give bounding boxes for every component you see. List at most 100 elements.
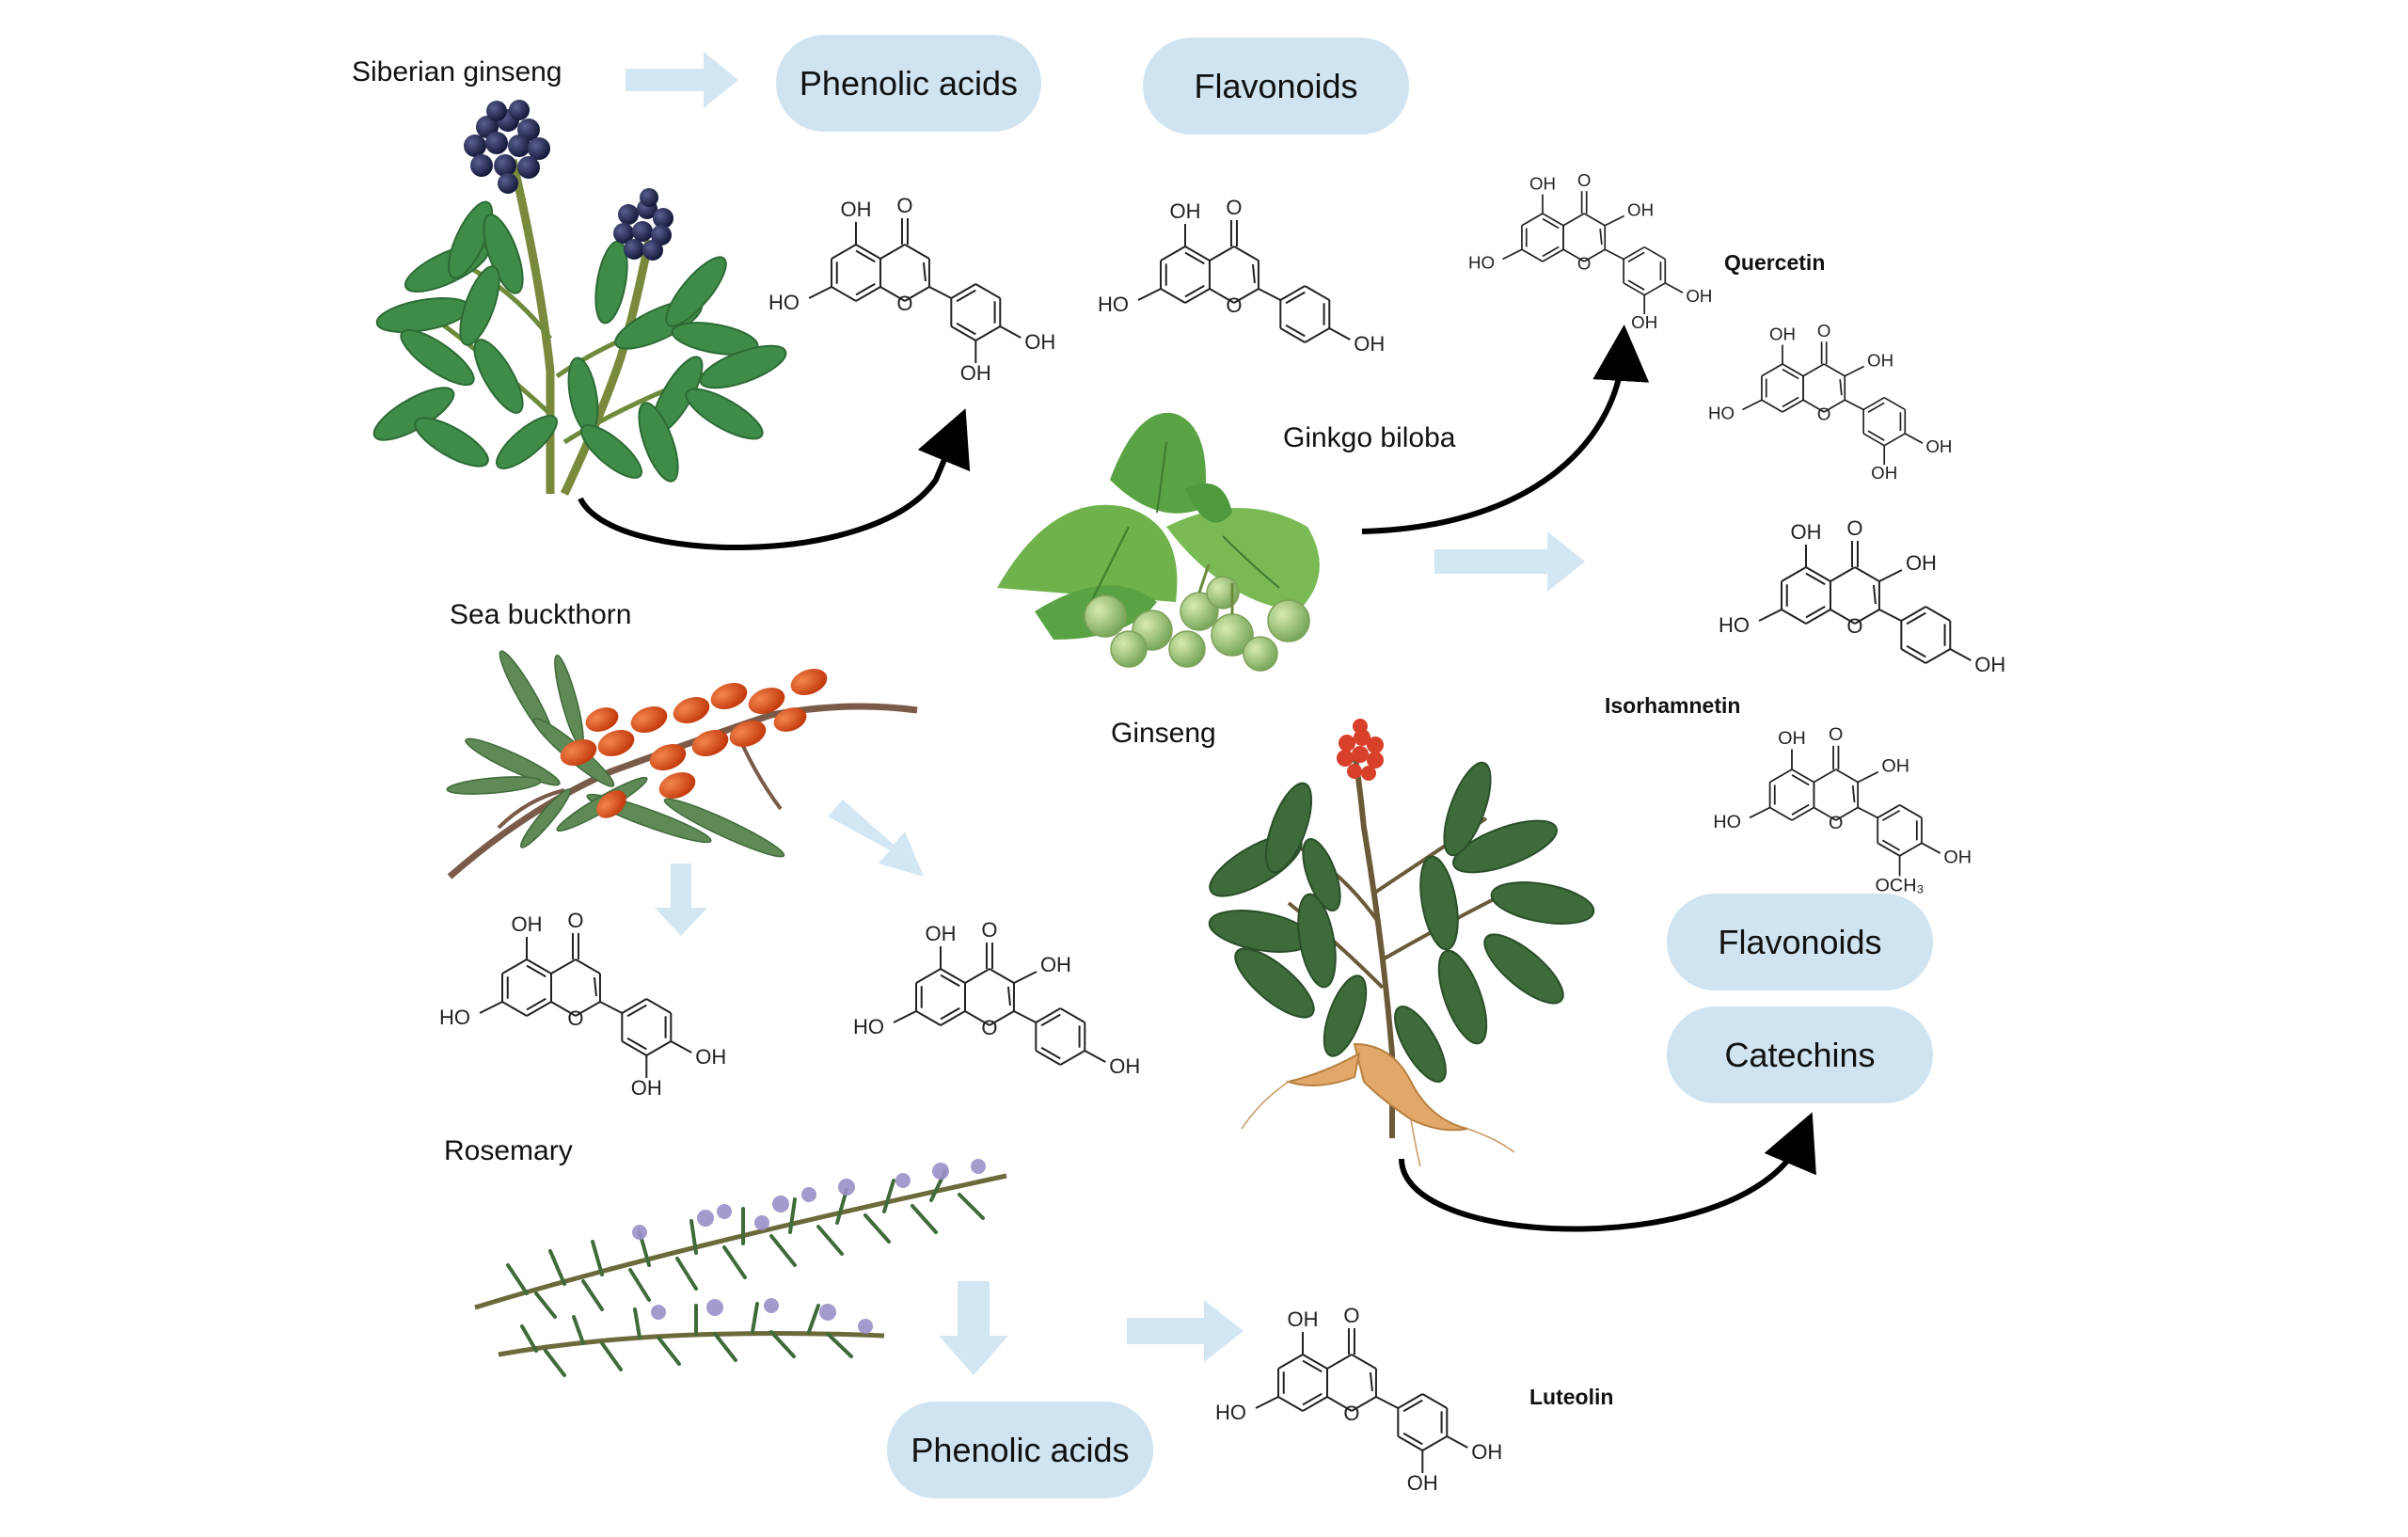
bond	[1375, 1396, 1399, 1409]
carbonyl-oxygen: O	[1829, 724, 1843, 745]
bond	[1830, 566, 1856, 582]
siberian-ginseng-image	[372, 100, 787, 496]
bond	[670, 1040, 692, 1054]
bond	[599, 1001, 623, 1014]
bond	[1304, 285, 1330, 301]
label-isorhamnetin: Isorhamnetin	[1605, 693, 1741, 718]
bond	[575, 1001, 601, 1017]
bond	[1326, 1354, 1353, 1370]
bond	[956, 289, 976, 303]
bond	[1258, 288, 1281, 301]
bond	[1184, 284, 1205, 298]
hydroxyl-4p: OH	[695, 1045, 726, 1069]
bond	[1328, 327, 1351, 341]
bond	[1881, 809, 1901, 822]
bond	[1279, 285, 1306, 301]
hydroxyl-3: OH	[1627, 199, 1654, 219]
pill-flavonoids-right-label: Flavonoids	[1718, 922, 1882, 961]
hydroxyl-7: HO	[1719, 613, 1750, 637]
bond	[526, 964, 547, 978]
carbonyl-oxygen: O	[1343, 1304, 1359, 1327]
carbonyl-oxygen: O	[1577, 170, 1592, 190]
hydroxyl-7: HO	[853, 1015, 884, 1038]
bond	[1791, 774, 1810, 786]
bond	[1813, 806, 1837, 821]
bond	[1823, 363, 1846, 377]
bond	[1351, 1396, 1377, 1412]
hydroxyl-7: HO	[1215, 1401, 1246, 1424]
ring-oxygen: O	[1817, 404, 1831, 423]
bond	[989, 968, 1015, 984]
bond	[1521, 248, 1544, 262]
bond	[593, 976, 597, 997]
ring-oxygen: O	[896, 292, 912, 315]
hydroxyl-3p: OH	[1631, 312, 1657, 332]
bond	[1521, 213, 1544, 227]
hydroxyl-4p: OH	[1686, 286, 1712, 306]
bond	[1040, 1013, 1061, 1027]
label-sea-buckthorn: Sea buckthorn	[450, 599, 632, 630]
bond	[1013, 971, 1038, 984]
bond	[1160, 288, 1186, 304]
bond	[1900, 648, 1926, 664]
bond	[1867, 402, 1885, 413]
ring-oxygen: O	[1829, 813, 1843, 833]
bond	[904, 286, 930, 302]
bond	[1805, 605, 1826, 619]
bond	[1160, 246, 1186, 261]
bond	[1925, 648, 1951, 664]
hydroxyl-5: OH	[1288, 1307, 1319, 1331]
bond	[922, 261, 927, 282]
bond	[1791, 806, 1814, 821]
curved-arrows	[578, 325, 1816, 1232]
bond	[879, 286, 906, 302]
bond	[950, 283, 976, 299]
bond	[904, 244, 930, 260]
hydroxyl-3: OH	[1040, 953, 1071, 976]
label-luteolin: Luteolin	[1529, 1385, 1614, 1409]
bond	[1925, 606, 1951, 622]
bond	[1921, 842, 1941, 854]
hydroxyl-4p: OH	[1024, 330, 1055, 354]
bond	[1502, 248, 1523, 261]
pill-catechins: Catechins	[1667, 1006, 1933, 1103]
bond	[1304, 327, 1330, 343]
bond	[831, 286, 857, 302]
bond	[1421, 1435, 1448, 1451]
bond	[1446, 1435, 1468, 1449]
bond	[1599, 229, 1603, 246]
bond	[964, 1010, 990, 1026]
bond	[855, 282, 876, 296]
hydroxyl-3: OH	[1881, 756, 1909, 777]
bond	[1035, 1007, 1061, 1023]
bond	[1881, 839, 1901, 851]
bond	[1791, 768, 1814, 784]
hydroxyl-5: OH	[1529, 173, 1556, 193]
bond	[1949, 648, 1972, 661]
bond	[1402, 1432, 1423, 1446]
ring-oxygen: O	[1343, 1402, 1359, 1425]
bond	[1844, 365, 1865, 377]
bond	[940, 974, 960, 988]
bond	[1542, 248, 1564, 262]
hydroxyl-5: OH	[1791, 520, 1822, 544]
bond	[1542, 246, 1560, 258]
bond	[1604, 214, 1625, 227]
pill-phenolic-acids-bottom-label: Phenolic acids	[911, 1430, 1130, 1469]
bond	[1835, 768, 1859, 784]
bond	[1899, 842, 1923, 857]
bond	[1830, 609, 1856, 625]
bond	[1823, 399, 1846, 413]
bond	[940, 968, 966, 984]
bond	[1862, 433, 1885, 447]
rosemary-image	[474, 1159, 1007, 1377]
bond	[1285, 324, 1306, 338]
ring-oxygen: O	[1226, 293, 1242, 317]
bond	[626, 1037, 647, 1051]
bond	[645, 998, 672, 1014]
pill-phenolic-acids-top-label: Phenolic acids	[799, 63, 1019, 103]
